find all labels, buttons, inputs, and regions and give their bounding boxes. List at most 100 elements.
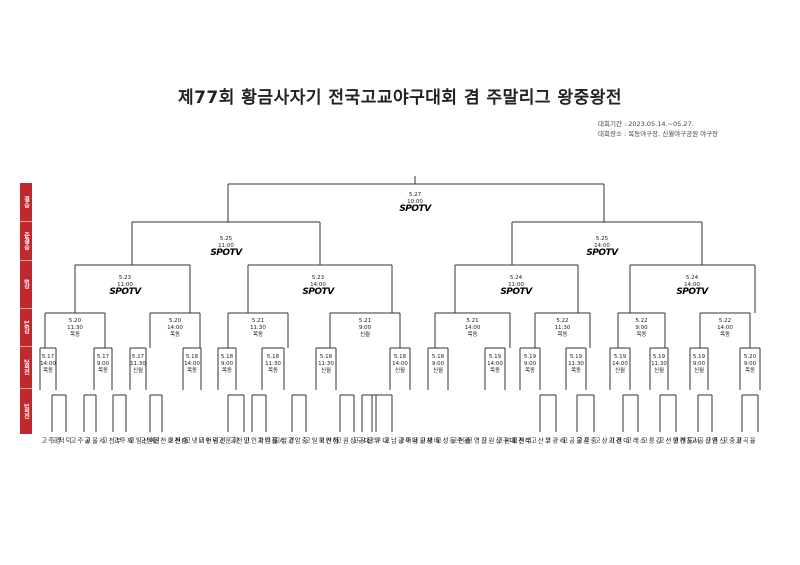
team-name: 대구상원고: [479, 437, 515, 444]
team-name: 마산고: [317, 437, 339, 444]
match-time: 9:00: [431, 361, 445, 367]
team-name: 경기상고: [593, 437, 622, 444]
match-venue: 신월: [359, 332, 371, 338]
spotv-logo: SPOTV: [109, 287, 141, 297]
team-name: 서울컨벤션고: [656, 437, 699, 444]
match-date: 5.22: [635, 318, 648, 324]
team-name: 대구상원고: [334, 437, 370, 444]
match-time: 14:00: [594, 243, 610, 249]
match-date: 5.17: [131, 354, 145, 360]
match-time: 14:00: [717, 325, 733, 331]
match-date: 5.24: [509, 275, 523, 281]
match-date: 5.22: [556, 318, 569, 324]
team-name: 순천효천고: [151, 437, 187, 444]
match-venue: 목동: [719, 332, 731, 338]
match-date: 5.18: [393, 354, 407, 360]
team-name: 제주고: [111, 437, 133, 444]
match-time: 14:00: [464, 325, 481, 331]
team-name: 세광고: [543, 437, 565, 444]
team-name: 나주광남고: [382, 437, 418, 444]
team-name: 휘문고: [216, 437, 238, 444]
team-name: 장충고: [720, 437, 742, 444]
page-title: 제77회 황금사자기 전국고교야구대회 겸 주말리그 왕중왕전: [177, 88, 623, 108]
match-date: 5.21: [466, 318, 479, 324]
match-date: 5.25: [595, 236, 609, 242]
match-venue: 목동: [267, 368, 279, 374]
match-venue: 목동: [489, 368, 501, 374]
tournament-venue: 대회장소 : 목동야구장, 신월야구공원 야구장: [598, 130, 719, 138]
team-name: 강릉고: [640, 437, 662, 444]
match-venue: 목동: [524, 368, 536, 374]
match-date: 5.19: [652, 354, 666, 360]
match-venue: 목동: [69, 332, 81, 338]
team-name: 충암고: [286, 437, 308, 444]
match-venue: 목동: [169, 332, 181, 338]
tournament-period: 대회기간 : 2023.05.14.~05.27.: [598, 120, 694, 128]
team-name: 대전제일고: [495, 437, 531, 444]
match-time: 11:00: [508, 282, 524, 288]
match-venue: 신월: [320, 368, 332, 374]
match-time: 9:00: [96, 361, 110, 367]
match-date: 5.20: [68, 318, 82, 324]
match-venue: 목동: [467, 332, 478, 338]
team-name: 인천고: [227, 437, 249, 444]
match-venue: 신월: [614, 368, 626, 374]
match-date: 5.17: [41, 354, 55, 360]
team-name: 충훈고: [575, 437, 597, 444]
match-venue: 목동: [744, 368, 756, 374]
match-venue: 목동: [186, 368, 198, 374]
match-date: 5.19: [523, 354, 537, 360]
match-date: 5.27: [408, 192, 422, 198]
match-date: 5.19: [692, 354, 706, 360]
team-name: 선린인터넷고: [183, 437, 226, 444]
team-name: 창원용마고: [397, 437, 433, 444]
match-venue: 신월: [693, 368, 705, 374]
match-time: 9:00: [523, 361, 537, 367]
match-date: 5.22: [718, 318, 732, 324]
match-venue: 목동: [570, 368, 582, 374]
match-time: 14:00: [40, 361, 56, 367]
team-name: 대구고: [366, 437, 388, 444]
match-venue: 목동: [557, 332, 568, 338]
team-name: 공주고: [68, 437, 90, 444]
round-quarterfinal: 8강: [20, 261, 32, 309]
match-time: 9:00: [220, 361, 234, 367]
match-time: 11:00: [117, 282, 133, 288]
match-time: 11:30: [67, 325, 83, 331]
match-venue: 목동: [252, 332, 264, 338]
match-time: 9:00: [635, 325, 648, 331]
team-name: 도개고: [671, 437, 693, 444]
match-time: 9:00: [743, 361, 757, 367]
match-venue: 신월: [653, 368, 665, 374]
team-name: 대전고: [166, 437, 188, 444]
match-venue: 목동: [636, 332, 647, 338]
match-date: 5.25: [219, 236, 233, 242]
match-date: 5.18: [220, 354, 234, 360]
team-name: 서울디자인고: [242, 437, 285, 444]
match-date: 5.18: [185, 354, 199, 360]
match-time: 10:00: [407, 199, 423, 205]
spotv-logo: SPOTV: [399, 204, 431, 214]
match-time: 11:00: [218, 243, 234, 249]
team-name: 장안고: [255, 437, 277, 444]
match-time: 14:00: [684, 282, 700, 288]
team-name: 율곡고: [734, 437, 756, 444]
round-final: 결승: [20, 183, 32, 222]
team-name: 신일고: [138, 437, 160, 444]
match-date: 5.18: [431, 354, 445, 360]
